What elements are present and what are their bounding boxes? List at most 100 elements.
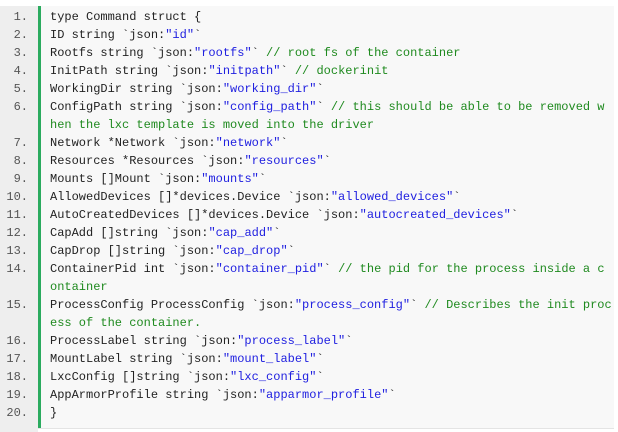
string-literal: "allowed_devices" xyxy=(330,190,454,204)
code-token: Network *Network `json: xyxy=(50,136,216,150)
code-token: ` xyxy=(323,262,339,276)
code-text: CapDrop []string `json:"cap_drop"` xyxy=(50,242,612,260)
code-text: Network *Network `json:"network"` xyxy=(50,134,612,152)
code-line: 14. ContainerPid int `json:"container_pid… xyxy=(0,260,614,296)
line-number: 20. xyxy=(6,406,28,420)
code-line: 18.LxcConfig []string `json:"lxc_config"… xyxy=(0,368,614,386)
code-text: WorkingDir string `json:"working_dir"` xyxy=(50,80,612,98)
code-token: LxcConfig []string `json: xyxy=(50,370,231,384)
line-number: 11. xyxy=(6,208,28,222)
code-token: ` xyxy=(280,136,288,150)
string-literal: "working_dir" xyxy=(222,82,317,96)
code-line: 9.Mounts []Mount `json:"mounts"` xyxy=(0,170,614,188)
string-literal: "mounts" xyxy=(201,172,259,186)
code-line: 19. AppArmorProfile string `json:"apparmo… xyxy=(0,386,614,404)
line-number: 5. xyxy=(13,82,28,96)
code-text: type Command struct { xyxy=(50,8,612,26)
string-literal: "cap_add" xyxy=(208,226,274,240)
line-number: 12. xyxy=(6,226,28,240)
code-text: ProcessLabel string `json:"process_label… xyxy=(50,332,612,350)
code-comment: // dockerinit xyxy=(294,64,389,78)
code-token: ` xyxy=(345,334,353,348)
code-token: ` xyxy=(287,244,295,258)
string-literal: "container_pid" xyxy=(215,262,324,276)
code-token: CapAdd []string `json: xyxy=(50,226,209,240)
code-token: ConfigPath string `json: xyxy=(50,100,223,114)
line-number: 8. xyxy=(13,154,28,168)
string-literal: "process_config" xyxy=(294,298,411,312)
string-literal: "autocreated_devices" xyxy=(359,208,511,222)
code-token: InitPath string `json: xyxy=(50,64,209,78)
code-text: ConfigPath string `json:"config_path"` /… xyxy=(50,98,612,134)
code-token: type Command struct { xyxy=(50,10,202,24)
code-token: ` xyxy=(316,82,324,96)
string-literal: "process_label" xyxy=(237,334,346,348)
code-line: 2.ID string `json:"id"` xyxy=(0,26,614,44)
code-token: ` xyxy=(323,154,331,168)
code-line: 5. WorkingDir string `json:"working_dir"` xyxy=(0,80,614,98)
code-line: 12. CapAdd []string `json:"cap_add"` xyxy=(0,224,614,242)
code-text: Rootfs string `json:"rootfs"` // root fs… xyxy=(50,44,612,62)
code-token: AppArmorProfile string `json: xyxy=(50,388,259,402)
code-text: Mounts []Mount `json:"mounts"` xyxy=(50,170,612,188)
code-token: CapDrop []string `json: xyxy=(50,244,216,258)
string-literal: "network" xyxy=(215,136,281,150)
code-token: } xyxy=(50,406,58,420)
code-line: 11. AutoCreatedDevices []*devices.Device … xyxy=(0,206,614,224)
string-literal: "mount_label" xyxy=(222,352,317,366)
code-line: 15.ProcessConfig ProcessConfig `json:"pr… xyxy=(0,296,614,332)
code-token: ` xyxy=(258,172,267,186)
string-literal: "config_path" xyxy=(222,100,317,114)
code-text: } xyxy=(50,404,612,422)
code-token: WorkingDir string `json: xyxy=(50,82,223,96)
code-text: ContainerPid int `json:"container_pid"` … xyxy=(50,260,612,296)
line-number: 14. xyxy=(6,262,28,276)
code-text: ID string `json:"id"` xyxy=(50,26,612,44)
code-token: ` xyxy=(453,190,461,204)
code-text: AutoCreatedDevices []*devices.Device `js… xyxy=(50,206,612,224)
line-number: 1. xyxy=(13,10,28,24)
string-literal: "rootfs" xyxy=(194,46,252,60)
code-token: Resources *Resources `json: xyxy=(50,154,245,168)
code-text: MountLabel string `json:"mount_label"` xyxy=(50,350,612,368)
code-token: ProcessLabel string `json: xyxy=(50,334,238,348)
code-token: ` xyxy=(316,370,324,384)
code-block xyxy=(0,6,614,429)
code-token: ProcessConfig ProcessConfig `json: xyxy=(50,298,295,312)
code-token: ` xyxy=(316,352,324,366)
line-number: 19. xyxy=(6,388,28,402)
line-number: 6. xyxy=(13,100,28,114)
code-token: Mounts []Mount `json: xyxy=(50,172,202,186)
code-text: ProcessConfig ProcessConfig `json:"proce… xyxy=(50,296,612,332)
code-token: MountLabel string `json: xyxy=(50,352,223,366)
code-token: Rootfs string `json: xyxy=(50,46,195,60)
code-line: 8. Resources *Resources `json:"resources"… xyxy=(0,152,614,170)
string-literal: "apparmor_profile" xyxy=(258,388,389,402)
code-line: 13. CapDrop []string `json:"cap_drop"` xyxy=(0,242,614,260)
code-text: AllowedDevices []*devices.Device `json:"… xyxy=(50,188,612,206)
code-token: ` xyxy=(510,208,519,222)
code-text: AppArmorProfile string `json:"apparmor_p… xyxy=(50,386,612,404)
code-token: ContainerPid int `json: xyxy=(50,262,216,276)
string-literal: "cap_drop" xyxy=(215,244,288,258)
code-comment: // the pid for the process inside a cont… xyxy=(50,262,605,294)
line-number: 4. xyxy=(13,64,28,78)
line-number: 17. xyxy=(6,352,28,366)
line-number: 13. xyxy=(6,244,28,258)
string-literal: "resources" xyxy=(244,154,324,168)
code-comment: // root fs of the container xyxy=(266,46,461,60)
code-token: AllowedDevices []*devices.Device `json: xyxy=(50,190,331,204)
code-line: 20.} xyxy=(0,404,614,422)
code-line: 16. ProcessLabel string `json:"process_la… xyxy=(0,332,614,350)
code-line: 17. MountLabel string `json:"mount_label"… xyxy=(0,350,614,368)
string-literal: "initpath" xyxy=(208,64,281,78)
code-token: ` xyxy=(273,226,281,240)
code-token: ` xyxy=(410,298,425,312)
string-literal: "lxc_config" xyxy=(230,370,317,384)
line-number: 16. xyxy=(6,334,28,348)
line-number-gutter xyxy=(0,6,38,432)
code-line: 10.AllowedDevices []*devices.Device `jso… xyxy=(0,188,614,206)
code-line: 6. ConfigPath string `json:"config_path"`… xyxy=(0,98,614,134)
code-comment: // Describes the init process of the con… xyxy=(50,298,612,330)
code-comment: // this should be able to be removed whe… xyxy=(50,100,605,132)
